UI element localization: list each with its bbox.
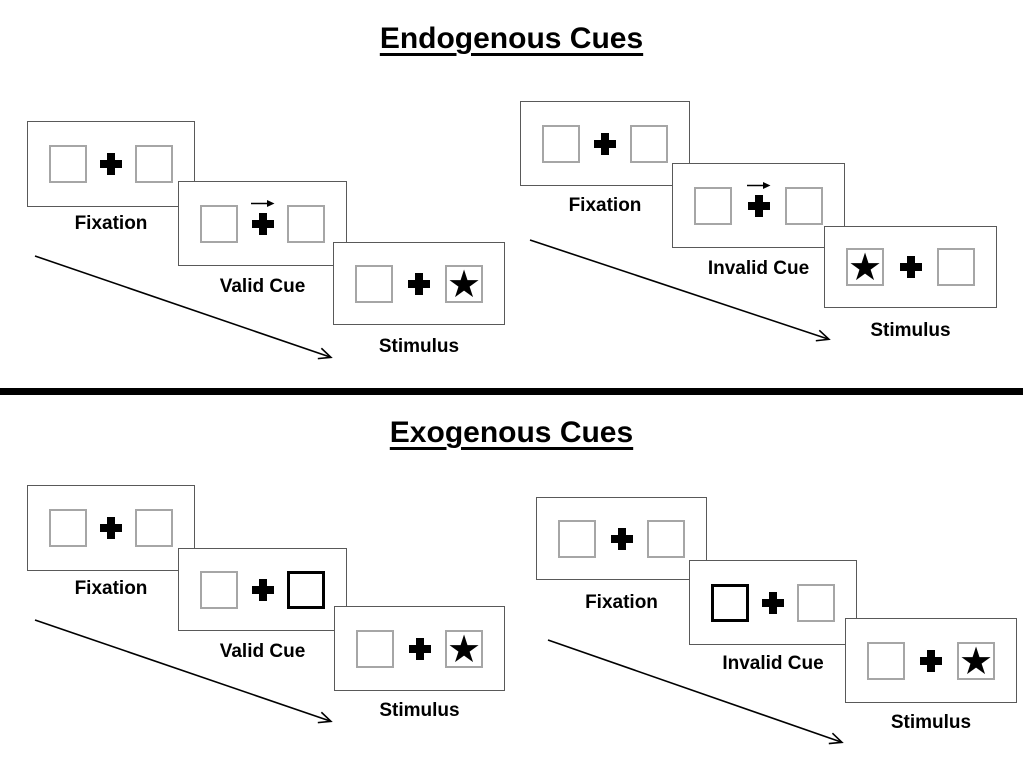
target-box-right xyxy=(937,248,975,286)
target-box-right xyxy=(647,519,685,558)
cue-arrow-right-icon xyxy=(250,199,274,207)
target-box-left xyxy=(694,186,732,225)
fixation-cross-icon xyxy=(408,637,431,660)
target-box-right xyxy=(287,204,325,243)
star-icon: ★ xyxy=(847,245,883,289)
panel-label: Stimulus xyxy=(870,320,951,341)
fixation-cross-icon xyxy=(251,578,274,601)
fixation-cross-icon xyxy=(251,212,274,235)
fixation-cross-icon xyxy=(920,649,942,672)
target-box-left xyxy=(867,641,905,680)
panel-label: Fixation xyxy=(74,213,148,234)
fixation-cross-icon xyxy=(594,132,616,155)
timeline-arrow xyxy=(34,255,333,360)
panel-valid-cue xyxy=(178,181,347,266)
target-box-right xyxy=(785,186,823,225)
cue-highlight-box-right xyxy=(287,570,325,609)
target-box-left xyxy=(49,145,87,183)
panel-fixation xyxy=(536,497,707,580)
fixation-cross-icon xyxy=(100,517,122,539)
panel-label: Fixation xyxy=(74,578,148,599)
target-box-right: ★ xyxy=(445,261,483,306)
target-box-right xyxy=(630,124,668,163)
target-box-left xyxy=(542,124,580,163)
cue-arrow-right-icon xyxy=(746,181,770,189)
target-box-left xyxy=(356,629,394,668)
panel-label: Stimulus xyxy=(890,712,972,733)
section-title-exogenous: Exogenous Cues xyxy=(389,416,634,449)
target-box-right xyxy=(135,509,173,547)
panel-label: Stimulus xyxy=(378,336,460,357)
fixation-cross-icon xyxy=(762,591,784,614)
panel-fixation xyxy=(27,121,195,207)
star-icon: ★ xyxy=(958,638,994,683)
panel-fixation xyxy=(520,101,690,186)
star-icon: ★ xyxy=(446,261,482,306)
panel-stimulus: ★ xyxy=(334,606,505,691)
fixation-cross-icon xyxy=(747,194,770,217)
fixation-cross-icon xyxy=(100,153,122,175)
timeline-arrow xyxy=(529,239,831,342)
panel-label: Valid Cue xyxy=(219,641,306,662)
panel-label: Valid Cue xyxy=(219,276,306,297)
timeline-arrow xyxy=(34,619,333,724)
panel-label: Invalid Cue xyxy=(722,653,824,674)
panel-label: Fixation xyxy=(568,195,642,216)
fixation-cross-icon xyxy=(408,272,430,295)
target-box-right: ★ xyxy=(445,626,483,671)
panel-fixation xyxy=(27,485,195,571)
panel-stimulus: ★ xyxy=(333,242,505,325)
star-icon: ★ xyxy=(446,626,482,671)
section-divider xyxy=(0,388,1023,395)
target-box-left xyxy=(200,204,238,243)
panel-stimulus: ★ xyxy=(824,226,997,308)
target-box-left xyxy=(49,509,87,547)
target-box-left xyxy=(355,264,393,303)
section-title-endogenous: Endogenous Cues xyxy=(379,22,644,55)
target-box-left xyxy=(558,519,596,558)
target-box-left xyxy=(200,570,238,609)
panel-label: Stimulus xyxy=(379,700,460,721)
panel-invalid-cue xyxy=(672,163,845,248)
panel-stimulus: ★ xyxy=(845,618,1017,703)
panel-valid-cue xyxy=(178,548,347,631)
panel-label: Invalid Cue xyxy=(707,258,810,279)
target-box-right xyxy=(797,583,835,622)
panel-invalid-cue xyxy=(689,560,857,645)
target-box-left: ★ xyxy=(846,248,884,286)
target-box-right xyxy=(135,145,173,183)
panel-label: Fixation xyxy=(585,592,658,613)
target-box-right: ★ xyxy=(957,638,995,683)
fixation-cross-icon xyxy=(899,256,922,278)
fixation-cross-icon xyxy=(610,527,633,550)
cue-highlight-box-left xyxy=(711,583,749,622)
